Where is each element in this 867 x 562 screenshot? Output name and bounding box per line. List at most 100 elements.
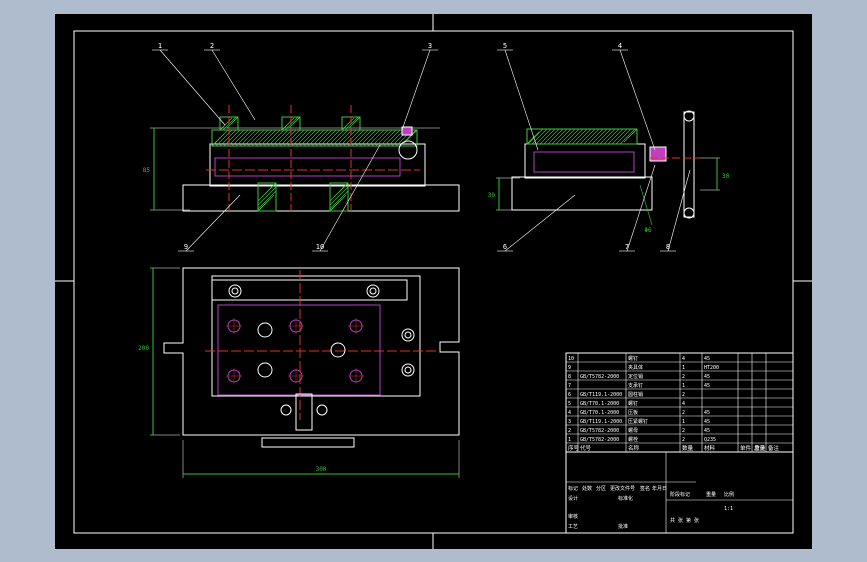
bom-cell: 2 — [682, 437, 685, 443]
front-top-clamp-section-hatch-line — [355, 129, 373, 147]
side-balloon-7: 7 — [625, 243, 629, 251]
bom-cell: 45 — [704, 383, 710, 389]
side-top-section-hatch-line — [635, 128, 638, 131]
side-top-section-hatch-line — [547, 128, 564, 145]
front-top-clamp-section-hatch-line — [231, 129, 249, 147]
front-top-clamp-section-hatch-line — [335, 129, 353, 147]
bom-cell: 压板 — [628, 409, 638, 416]
side-top-section-hatch-line — [615, 128, 632, 145]
side-balloon-8: 8 — [666, 243, 670, 251]
side-handle-knob-top — [683, 110, 695, 122]
bom-cell: GB/T70.1-2000 — [580, 401, 619, 407]
bom-cell: 45 — [704, 374, 710, 380]
side-screw-head — [649, 146, 667, 162]
bom-cell: 定位销 — [628, 373, 643, 380]
front-leader-line — [159, 49, 226, 126]
top-height-dim-value: 200 — [138, 345, 149, 352]
front-balloon-9: 9 — [184, 243, 188, 251]
front-top-clamp-section-hatch-line — [367, 129, 385, 147]
bom-header-cell: 总计 — [754, 444, 766, 452]
top-screw-inner-1 — [231, 287, 239, 295]
bom-cell: GB/T70.1-2000 — [580, 410, 619, 416]
top-hidden-pocket — [217, 304, 381, 396]
side-top-section-hatch-line — [539, 128, 556, 145]
label-sign: 签名 — [640, 485, 650, 492]
bom-cell: 9 — [568, 365, 571, 371]
bom-cell: 8 — [568, 374, 571, 380]
side-balloon-4: 4 — [618, 42, 622, 50]
bom-cell: 45 — [704, 410, 710, 416]
front-bolt-right-outline — [329, 182, 349, 212]
label-zone: 分区 — [596, 485, 606, 492]
front-clamp-knob-3-hatch-line — [341, 117, 355, 131]
side-left-dim-value: 30 — [488, 192, 496, 199]
front-clamp-knob-1-hatch-line — [234, 116, 239, 121]
label-standardization: 标准化 — [618, 495, 633, 502]
side-top-section-hatch-line — [535, 128, 552, 145]
side-leader-line — [619, 49, 656, 151]
front-bolt-right-hatch-line — [329, 186, 349, 206]
side-small-dim-value: Φ6 — [644, 227, 652, 234]
label-scale: 比例 — [724, 491, 734, 498]
front-clamp-knob-2-hatch-line — [281, 117, 295, 131]
top-screw-inner-2 — [369, 287, 377, 295]
bom-cell: GB/T5782-2000 — [580, 374, 619, 380]
side-top-section-hatch-line — [579, 128, 596, 145]
bom-cell: 2 — [682, 374, 685, 380]
front-top-clamp-section-hatch-line — [243, 129, 261, 147]
front-top-clamp-section-hatch-line — [219, 129, 237, 147]
side-top-section-hatch-line — [527, 128, 544, 145]
bom-cell: 4 — [682, 401, 685, 407]
bom-cell: HT200 — [704, 365, 719, 371]
bom-cell: 支承钉 — [628, 382, 643, 389]
top-screw-1 — [228, 284, 242, 298]
side-top-section-hatch-line — [526, 131, 540, 145]
side-leader-line — [626, 164, 656, 252]
top-handle-bar — [261, 437, 355, 448]
front-top-clamp-section-hatch-line — [307, 129, 325, 147]
bom-cell: 45 — [704, 356, 710, 362]
bom-cell: GB/T5782-2000 — [580, 428, 619, 434]
front-leader-line — [319, 144, 381, 252]
side-balloon-6: 6 — [503, 243, 507, 251]
top-locating-pin-2 — [330, 342, 346, 358]
front-bolt-left-outline — [257, 182, 277, 212]
front-top-clamp-section-hatch-line — [319, 129, 337, 147]
side-right-dim-value: 30 — [722, 173, 730, 180]
bom-cell: 3 — [568, 419, 571, 425]
bom-header-cell: 名称 — [628, 444, 640, 452]
bom-cell: GB/T119.1-2000 — [580, 392, 622, 398]
bom-cell: 4 — [682, 356, 685, 362]
front-bolt-left-hatch-line — [257, 194, 275, 212]
bom-cell: 5 — [568, 401, 571, 407]
side-top-section-hatch-line — [611, 128, 628, 145]
side-small-dim-leader — [639, 184, 653, 226]
front-leader-line — [185, 194, 241, 252]
side-top-section-hatch-line — [571, 128, 588, 145]
front-top-clamp-section-hatch-line — [267, 129, 285, 147]
front-pressing-screw — [398, 140, 418, 160]
label-review: 审核 — [568, 513, 578, 520]
side-top-section-hatch-line — [591, 128, 608, 145]
side-leader-line — [504, 49, 539, 151]
front-bolt-right-hatch-line — [329, 190, 349, 210]
front-base-plate — [182, 184, 460, 212]
front-top-clamp-section-hatch-line — [383, 129, 401, 147]
bom-cell: 10 — [568, 356, 574, 362]
bom-cell: 4 — [568, 410, 571, 416]
front-top-clamp-section-hatch-line — [339, 129, 357, 147]
front-top-clamp-section-hatch-line — [295, 129, 313, 147]
label-change-no: 更改文件号 — [610, 485, 635, 492]
front-top-clamp-section-hatch-line — [415, 129, 418, 132]
side-base-plate — [511, 176, 653, 211]
bom-cell: 螺钉 — [628, 400, 638, 407]
front-top-clamp-section-hatch-line — [359, 129, 377, 147]
front-balloon-1: 1 — [158, 42, 162, 50]
front-body — [209, 143, 426, 187]
top-clamp-bar — [211, 279, 408, 301]
label-process: 工艺 — [568, 524, 578, 530]
front-top-clamp-section-hatch-line — [343, 129, 361, 147]
front-top-clamp-section-hatch-line — [331, 129, 349, 147]
bom-cell: 圆柱销 — [628, 391, 643, 398]
